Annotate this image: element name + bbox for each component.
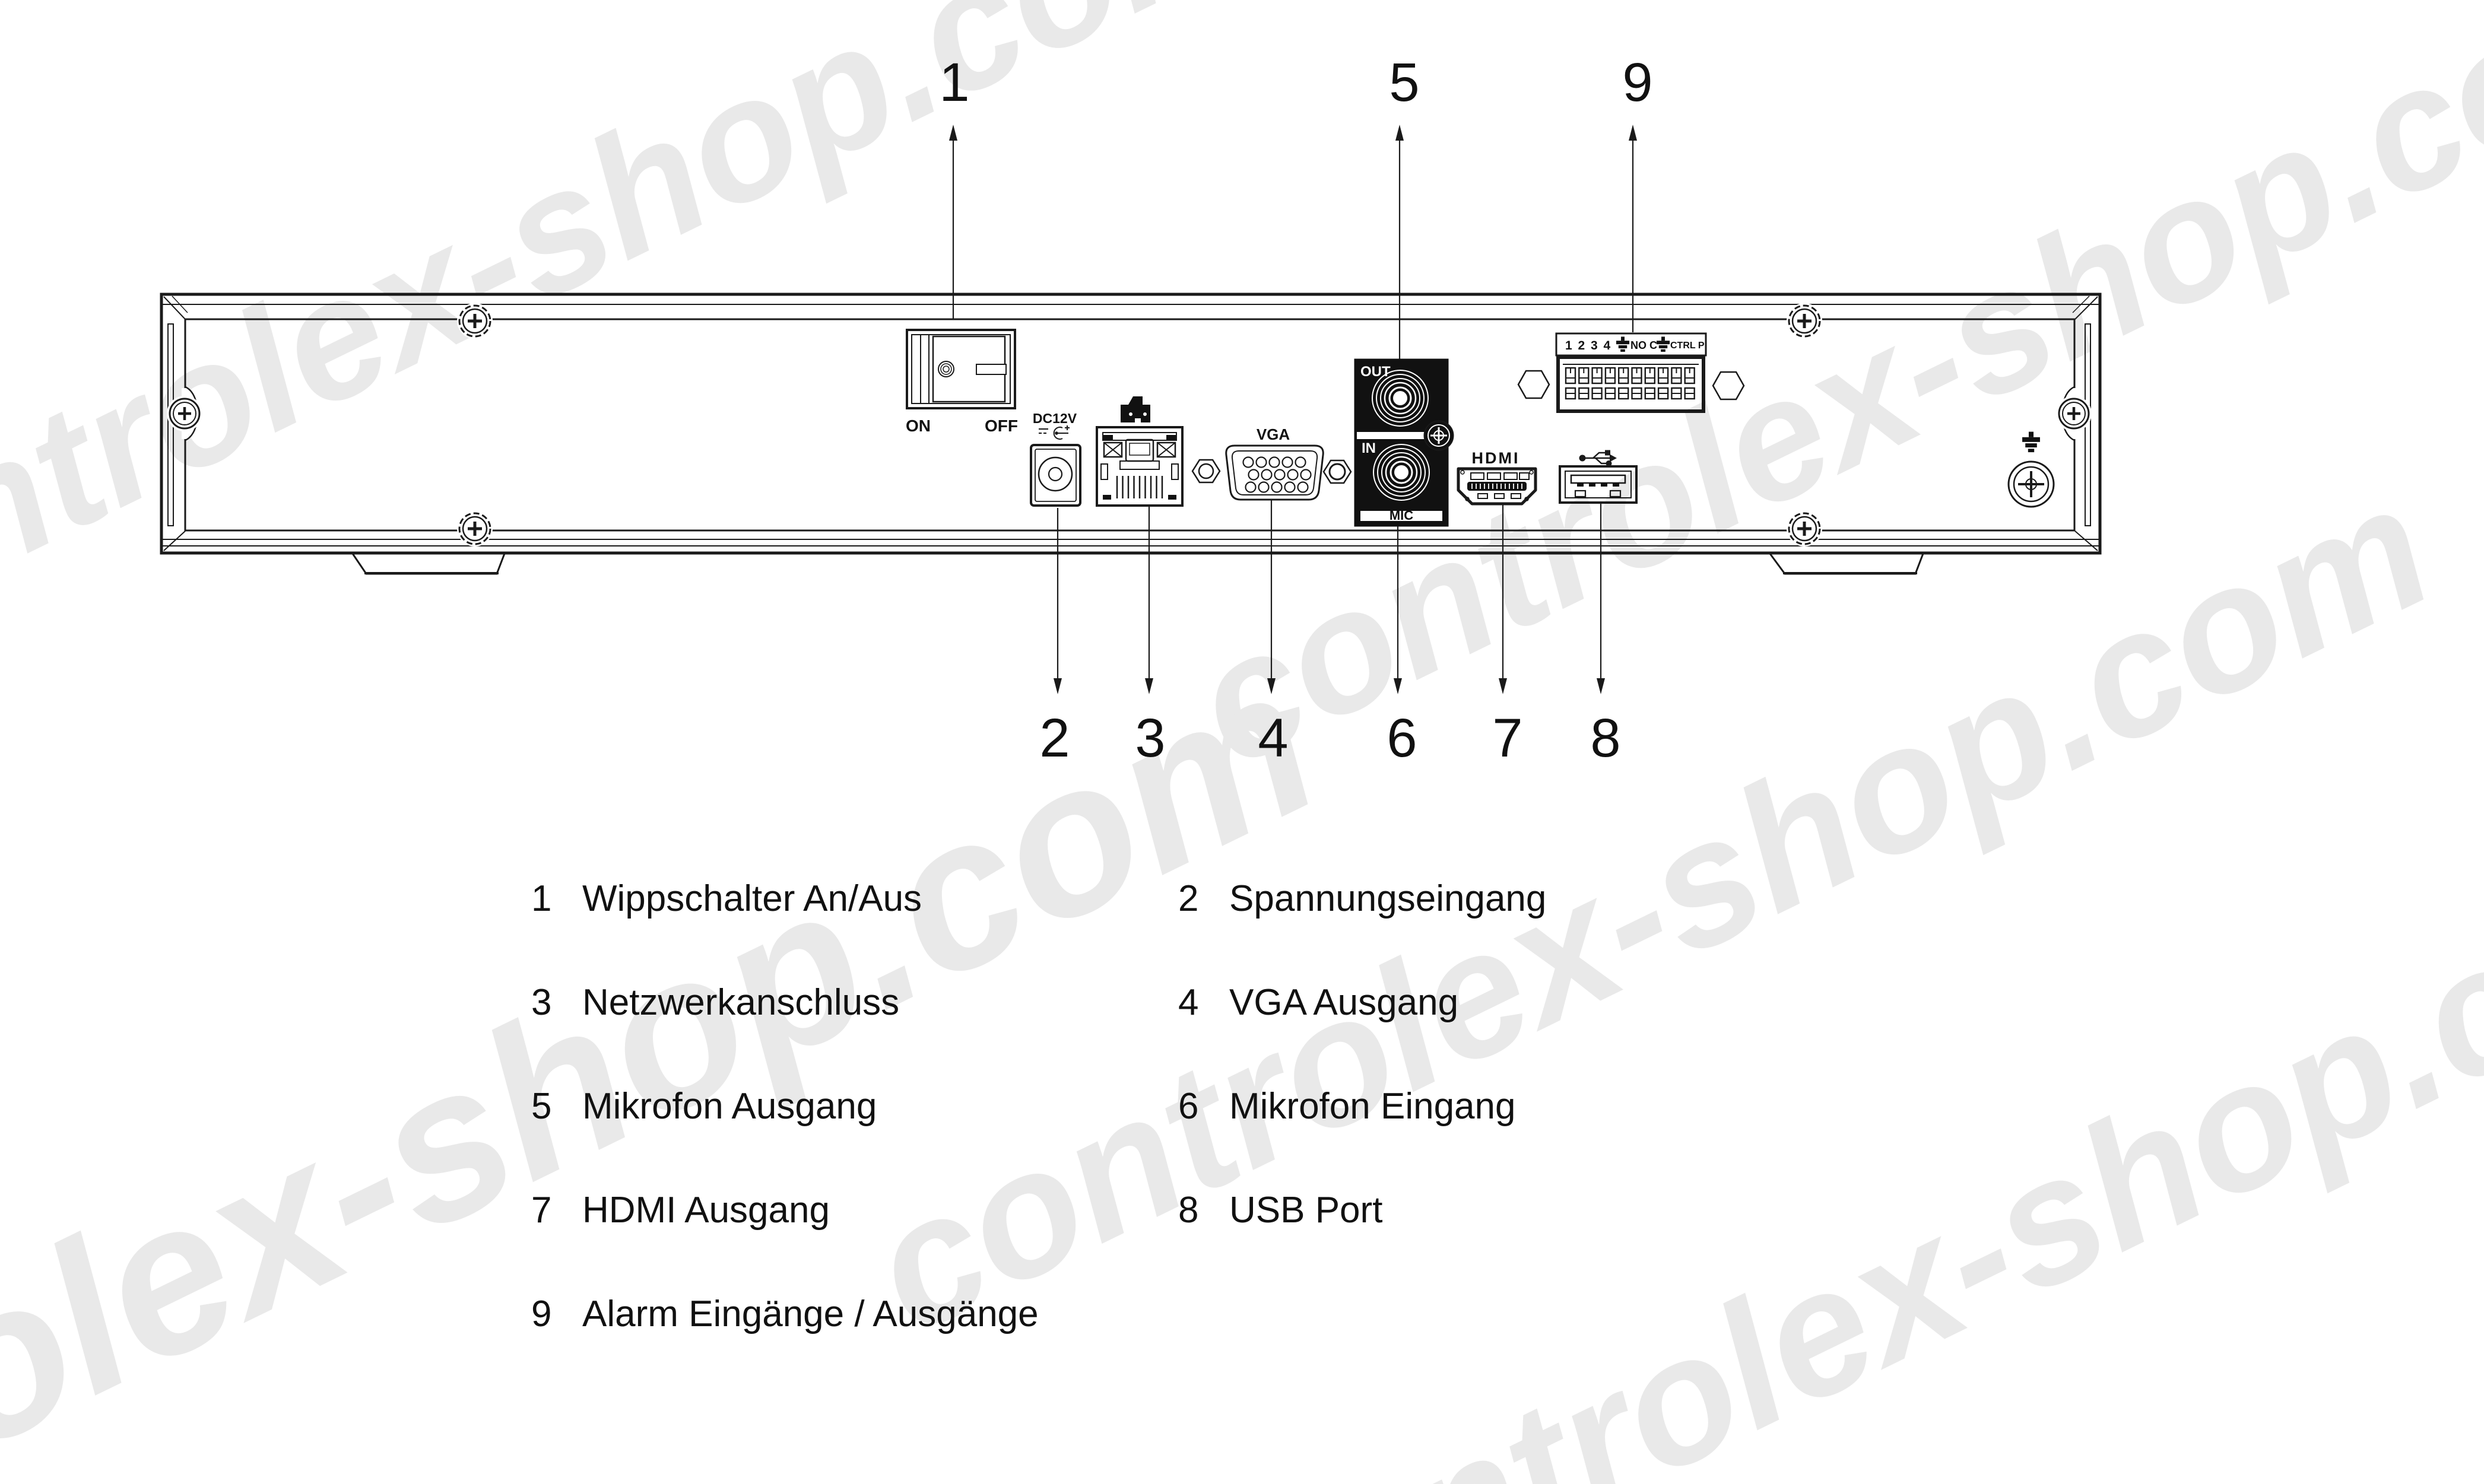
rocker-switch [906, 329, 1016, 409]
legend-label: VGA Ausgang [1229, 982, 1459, 1023]
callout-7: 7 [1492, 708, 1522, 768]
chassis [160, 293, 2102, 555]
vga-port [1225, 444, 1324, 501]
feet [351, 552, 1925, 575]
hdmi-logo-label: HDMI [1472, 449, 1520, 467]
mic-in-label: IN [1362, 440, 1376, 456]
callout-4: 4 [1258, 708, 1288, 768]
legend-item-9: 9 Alarm Eingänge / Ausgänge [531, 1293, 1039, 1336]
switch-off-label: OFF [985, 417, 1018, 435]
hdmi-port [1457, 467, 1537, 506]
alarm-relay-label: NO C [1630, 339, 1657, 351]
callout-8: 8 [1590, 708, 1620, 768]
callout-numbers: 1 5 9 2 3 4 6 7 8 [939, 52, 1652, 768]
usb-trident-icon [1579, 450, 1617, 466]
legend-label: Mikrofon Ausgang [582, 1086, 877, 1127]
callout-2: 2 [1039, 708, 1070, 768]
ethernet-port [1096, 426, 1184, 507]
legend-num: 1 [531, 878, 552, 919]
dc12v-label: DC12V [1033, 411, 1077, 426]
dc-power-jack [1030, 444, 1081, 507]
edge-screw-left [167, 386, 202, 441]
callout-1: 1 [939, 52, 969, 113]
legend-item-8: 8 USB Port [1178, 1189, 1382, 1232]
alarm-terminal-block [1556, 355, 1705, 413]
mic-out-label: OUT [1360, 364, 1391, 380]
legend-num: 7 [531, 1190, 552, 1231]
legend-num: 4 [1178, 982, 1199, 1023]
mic-out-bnc [1372, 370, 1429, 427]
usb-port [1559, 465, 1638, 504]
legend-label: USB Port [1229, 1190, 1383, 1231]
mic-audio-block: OUT IN MIC [1354, 358, 1454, 527]
legend-label: Netzwerkanschluss [582, 982, 900, 1023]
switch-on-label: ON [906, 417, 931, 435]
callout-3: 3 [1135, 708, 1165, 768]
legend-item-2: 2 Spannungseingang [1178, 878, 1546, 920]
legend-item-5: 5 Mikrofon Ausgang [531, 1085, 877, 1128]
legend-item-1: 1 Wippschalter An/Aus [531, 878, 922, 920]
legend-item-6: 6 Mikrofon Eingang [1178, 1085, 1516, 1128]
callout-6: 6 [1387, 708, 1417, 768]
legend-label: Spannungseingang [1229, 878, 1547, 919]
callout-5: 5 [1389, 52, 1419, 113]
washer-screw-icon [2007, 460, 2055, 508]
legend-num: 2 [1178, 878, 1199, 919]
dc-polarity-icon [1039, 425, 1070, 440]
callout-lines [949, 125, 1637, 694]
legend-label: HDMI Ausgang [582, 1190, 830, 1231]
vga-jack-nut-right [1322, 459, 1352, 484]
callout-9: 9 [1622, 52, 1652, 113]
legend-item-7: 7 HDMI Ausgang [531, 1189, 830, 1232]
legend-label: Wippschalter An/Aus [582, 878, 922, 919]
mic-block-screw-icon [1423, 420, 1454, 451]
legend-num: 6 [1178, 1086, 1199, 1127]
mic-in-bnc [1373, 444, 1430, 501]
legend-label: Alarm Eingänge / Ausgänge [582, 1294, 1039, 1334]
alarm-numbers-label: 1 2 3 4 [1565, 339, 1611, 352]
alarm-nut-left [1517, 370, 1550, 399]
vga-jack-nut-left [1191, 459, 1221, 484]
legend-num: 5 [531, 1086, 552, 1127]
legend-item-4: 4 VGA Ausgang [1178, 981, 1458, 1024]
alarm-nut-right [1712, 371, 1745, 401]
ethernet-plug-icon [1121, 396, 1150, 422]
edge-screw-right [2056, 386, 2092, 441]
mic-strip-label: MIC [1389, 508, 1413, 523]
legend-num: 3 [531, 982, 552, 1023]
alarm-ctrl-label: CTRL P [1670, 341, 1705, 351]
vga-label: VGA [1257, 425, 1290, 443]
legend-num: 8 [1178, 1190, 1199, 1231]
legend-num: 9 [531, 1294, 552, 1334]
legend-item-3: 3 Netzwerkanschluss [531, 981, 899, 1024]
legend-label: Mikrofon Eingang [1229, 1086, 1516, 1127]
